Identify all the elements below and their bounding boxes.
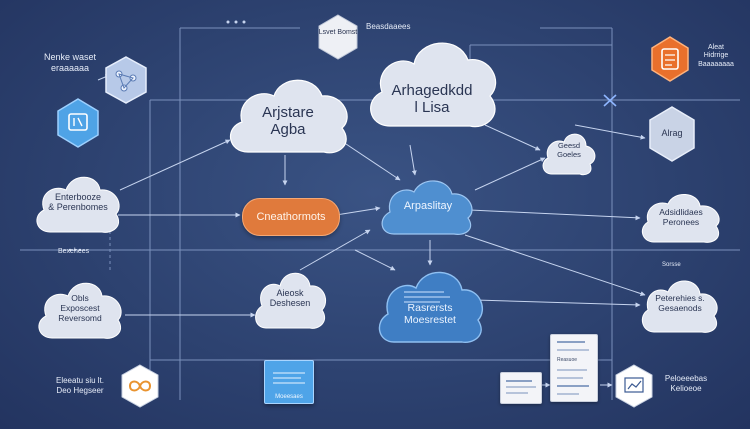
- label-bottom-left: Eleeatu siu lt. Deo Hegseer: [44, 376, 116, 395]
- cloud-left-top-line1: Arjstare: [262, 104, 314, 121]
- label-top-left-line1: Nenke waset: [43, 52, 97, 62]
- cloud-mid-bottom-line2: Deshesen: [269, 298, 311, 309]
- top-hex-node: Lsvet Bomst: [317, 14, 359, 60]
- label-top-left: Nenke waset eraaaaaa: [38, 52, 102, 74]
- cloud-left-bottom-line3: Reversomd: [58, 312, 102, 323]
- cloud-center-top[interactable]: Arhagedkdd l Lisa: [362, 30, 502, 142]
- cloud-blue-bottom[interactable]: Rasrersts Moesrestet: [374, 262, 486, 350]
- cloud-right-mid[interactable]: Adsidlidaes Peronees: [638, 186, 724, 246]
- cloud-center-top-line1: Arhagedkdd: [391, 82, 473, 99]
- pill-orange-label: Cneathormots: [256, 211, 326, 223]
- cloud-left-top-line2: Agba: [270, 121, 306, 139]
- screen-lines-icon: [273, 372, 305, 384]
- cloud-blue-mid[interactable]: Arpaslitay: [378, 172, 478, 240]
- label-bottom-left-line2: Deo Hegseer: [56, 385, 104, 395]
- cloud-right-mid-line1: Adsidlidaes: [659, 207, 703, 217]
- cloud-mid-bottom[interactable]: Aieosk Deshesen: [252, 264, 328, 334]
- right-hex-node: Alrag: [648, 106, 696, 162]
- network-hex-icon: [104, 56, 148, 104]
- label-bottom-right-line1: Peloeeebas: [664, 374, 708, 383]
- cloud-left-mid-line1: Enterbooze: [54, 192, 102, 202]
- cloud-center-top-line2: l Lisa: [414, 99, 450, 117]
- label-bottom-right: Peloeeebas Kelioeoe: [656, 374, 716, 393]
- cloud-left-top[interactable]: Arjstare Agba: [222, 66, 354, 158]
- document-small[interactable]: [500, 372, 542, 404]
- label-top-left-line2: eraaaaaa: [50, 62, 90, 73]
- infinity-hex-icon: [120, 364, 160, 408]
- orange-hex-icon: [650, 36, 690, 82]
- cloud-blue-bottom-line1: Rasrersts: [407, 302, 453, 314]
- label-top-center: Beasdaaees: [366, 22, 411, 31]
- cloud-mid-bottom-line1: Aieosk: [276, 288, 304, 298]
- label-top-right-line2: Hidrrige: [703, 52, 729, 60]
- cloud-left-bottom-line1: Obls: [71, 293, 89, 303]
- cloud-right-small-line1: Geesd: [557, 141, 581, 150]
- cloud-left-bottom[interactable]: Obls Exposcest Reversomd: [34, 274, 126, 344]
- label-top-right: Aleat Hidrrige Baaaaaaaa: [694, 44, 738, 69]
- cloud-blue-bottom-line2: Moesrestet: [404, 314, 456, 327]
- label-right-tiny: Sorsse: [662, 262, 681, 268]
- pill-blue-label: Arpaslitay: [403, 200, 453, 212]
- chart-hex-icon: [614, 364, 654, 408]
- cloud-left-mid-line2: & Perenbomes: [48, 202, 108, 213]
- hex-top-label: Lsvet Bomst: [318, 29, 358, 36]
- label-top-right-line3: Baaaaaaaa: [698, 60, 734, 68]
- cloud-right-small-line2: Goeles: [557, 149, 581, 159]
- document-tall[interactable]: Reasuoe: [550, 334, 598, 402]
- cloud-right-mid-line2: Peronees: [662, 216, 700, 227]
- cloud-right-bottom-line2: Gesaenods: [658, 302, 702, 313]
- pill-orange[interactable]: Cneathormots: [242, 198, 340, 236]
- label-bottom-right-line2: Kelioeoe: [670, 383, 702, 393]
- screen-panel[interactable]: Moeesaes: [264, 360, 314, 404]
- doc-mid-label: Reasuoe: [557, 357, 578, 363]
- screen-label: Moeesaes: [275, 394, 303, 400]
- label-left-small: Bexehees: [58, 248, 90, 255]
- hex-right-label: Alrag: [661, 128, 683, 138]
- cloud-right-small[interactable]: Geesd Goeles: [540, 126, 598, 178]
- cloud-right-bottom[interactable]: Peterehies s. Gesaenods: [638, 272, 722, 338]
- label-bottom-left-line1: Eleeatu siu lt.: [55, 376, 105, 385]
- cloud-left-mid[interactable]: Enterbooze & Perenbomes: [32, 166, 124, 238]
- label-top-right-line1: Aleat: [708, 44, 724, 51]
- cloud-left-bottom-line2: Exposcest: [60, 302, 100, 313]
- document-hex-icon: [56, 98, 100, 148]
- cloud-right-bottom-line1: Peterehies s.: [655, 293, 705, 303]
